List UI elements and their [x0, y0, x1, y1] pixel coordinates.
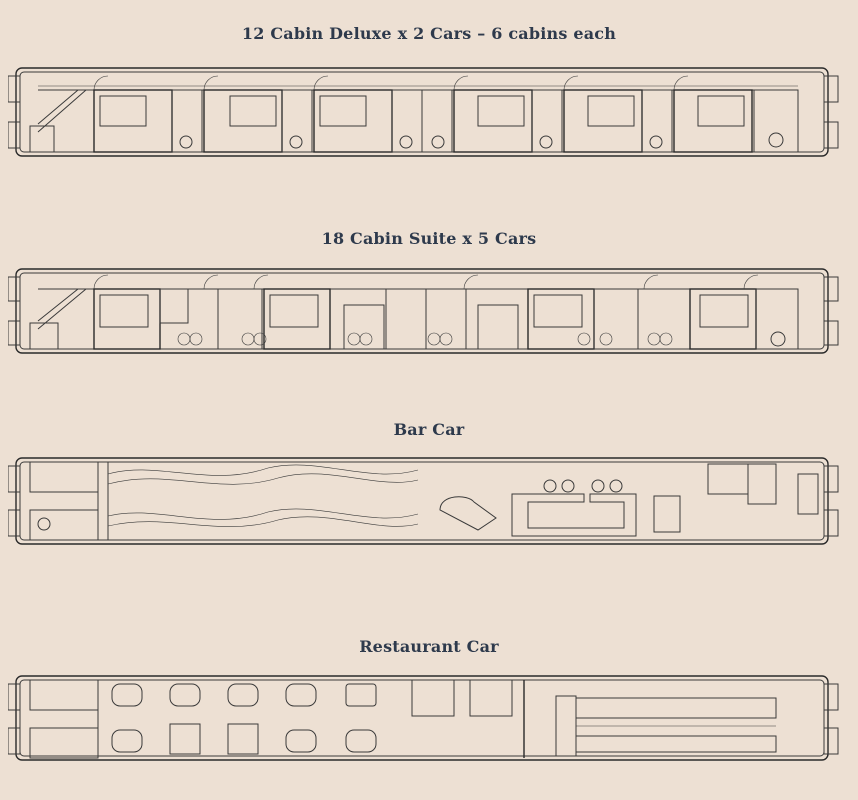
bar-car-title: Bar Car — [393, 420, 465, 439]
suite-cabins — [93, 288, 799, 350]
dining-tables — [111, 679, 513, 755]
deluxe-car-title: 12 Cabin Deluxe x 2 Cars – 6 cabins each — [241, 24, 617, 43]
deluxe-cabins — [93, 89, 799, 153]
suite-car-plan — [8, 265, 850, 357]
suite-car-title: 18 Cabin Suite x 5 Cars — [321, 229, 537, 248]
bar-stools — [543, 479, 623, 493]
deluxe-car-plan — [8, 62, 850, 162]
bar-car-floorplan — [8, 457, 839, 545]
restaurant-car-title: Restaurant Car — [359, 637, 499, 656]
suite-car-floorplan — [8, 268, 839, 354]
restaurant-car-plan — [8, 672, 850, 764]
bar-car-plan — [8, 454, 850, 548]
restaurant-car-floorplan — [8, 675, 839, 761]
deluxe-car-floorplan — [8, 67, 839, 157]
